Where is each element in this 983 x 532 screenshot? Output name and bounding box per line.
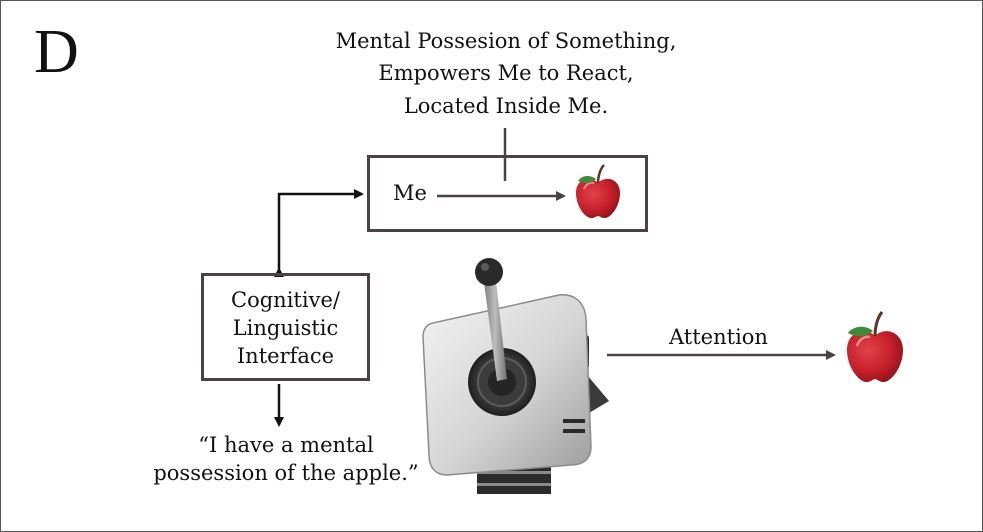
- attention-label: Attention: [669, 325, 768, 349]
- interface-label: Interface: [236, 344, 335, 368]
- caption-line: Located Inside Me.: [403, 94, 609, 118]
- self-model-box: [367, 155, 648, 232]
- quote-text: “I have a mental: [198, 433, 374, 457]
- interface-label: Cognitive/: [231, 288, 340, 312]
- self-model-label: Me: [393, 181, 427, 205]
- robot-icon: [422, 258, 609, 494]
- interface-box: [201, 273, 370, 381]
- caption-line: Mental Possesion of Something,: [335, 29, 677, 53]
- quote-text: possession of the apple.”: [153, 461, 419, 485]
- robot-nose: [587, 375, 609, 413]
- robot-mouth: [563, 419, 585, 423]
- panel-letter: D: [34, 18, 79, 86]
- robot-antenna-knob: [475, 258, 503, 286]
- robot-antenna: [483, 273, 507, 381]
- apple-icon: [576, 164, 620, 219]
- caption-line: Empowers Me to React,: [378, 61, 634, 85]
- interface-to-me-connector: [274, 189, 364, 277]
- apple-icon: [847, 311, 903, 383]
- interface-label: Linguistic: [232, 316, 339, 340]
